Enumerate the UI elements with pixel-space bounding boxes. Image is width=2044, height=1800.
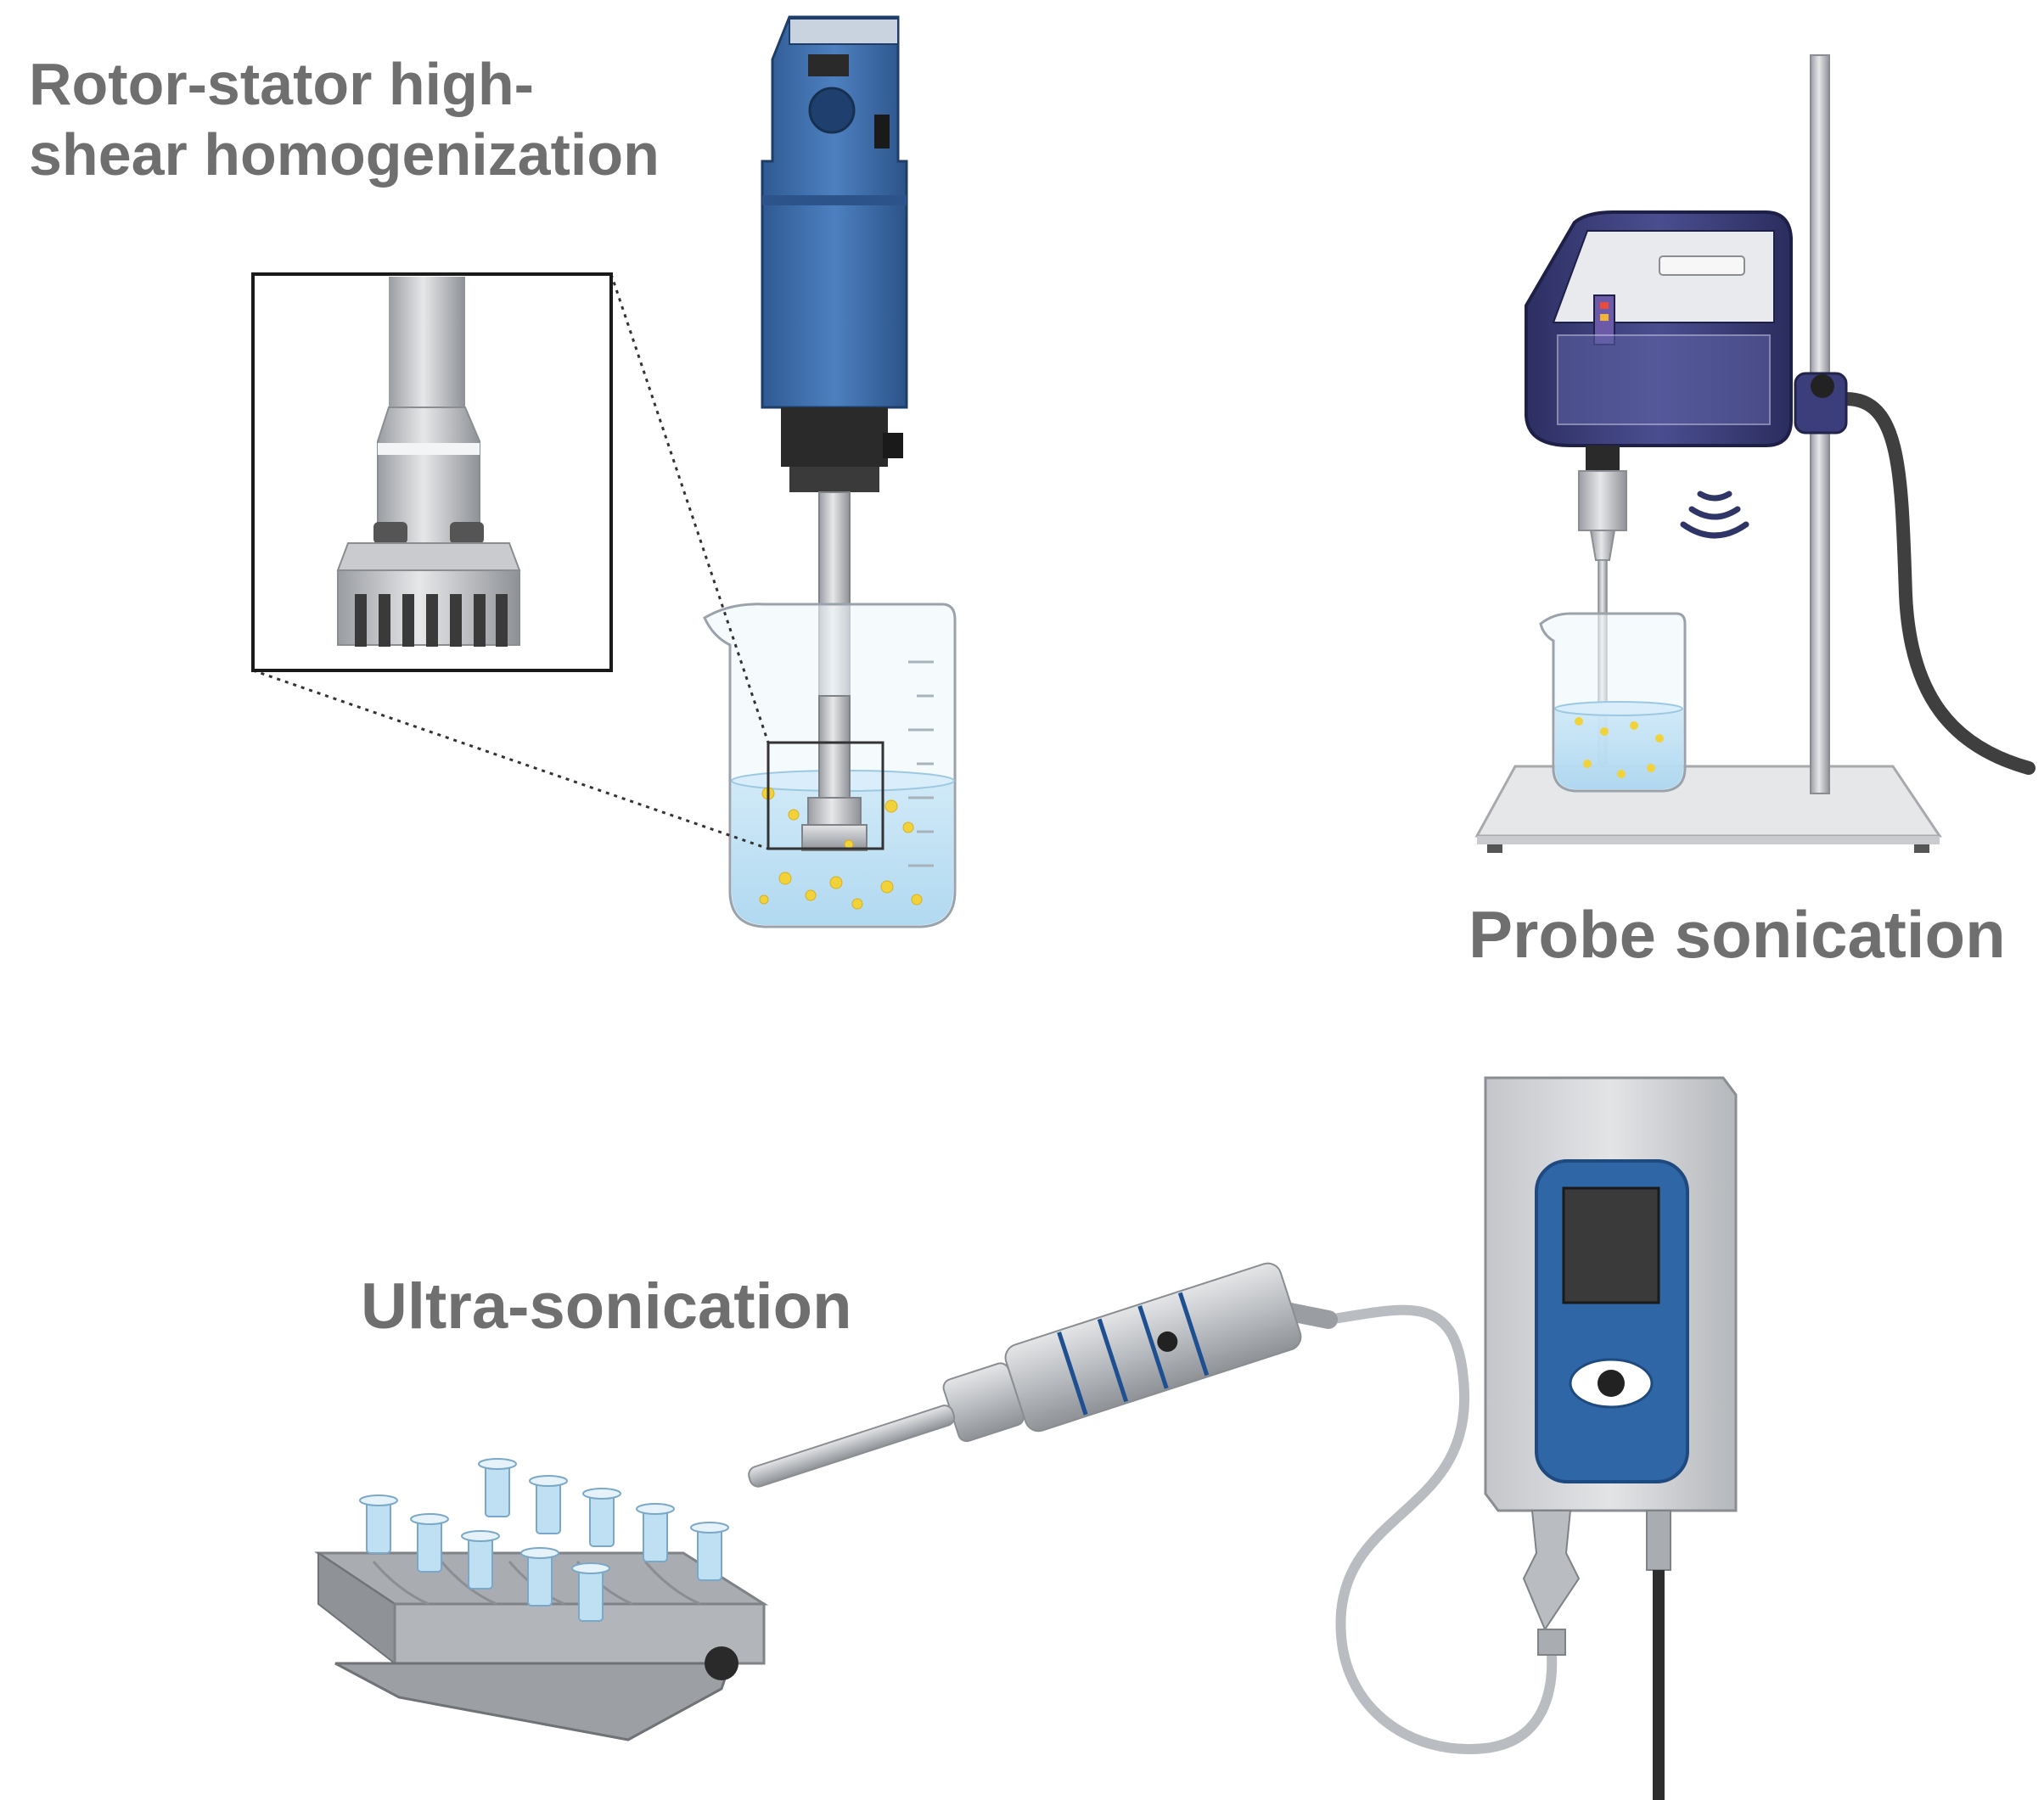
rotor-head-zoom-inset xyxy=(251,272,613,672)
ultra-sonication-label: Ultra-sonication xyxy=(361,1270,852,1343)
rotor-stator-homogenizer xyxy=(251,15,957,928)
probe-sonication-label: Probe sonication xyxy=(1468,897,2006,972)
sound-wave-icon xyxy=(1680,491,1749,539)
tube-array xyxy=(359,1458,729,1622)
power-switch-icon xyxy=(874,115,890,149)
probe-sonicator xyxy=(1474,54,2036,853)
ultra-sonicator xyxy=(314,1076,1738,1800)
power-button-icon xyxy=(1598,1370,1625,1397)
rotor-stator-label-line2: shear homogenization xyxy=(29,121,660,188)
rotor-stator-label: Rotor-stator high- shear homogenization xyxy=(29,49,660,189)
speed-dial-icon xyxy=(808,87,856,134)
rotor-stator-label-line1: Rotor-stator high- xyxy=(29,51,534,117)
